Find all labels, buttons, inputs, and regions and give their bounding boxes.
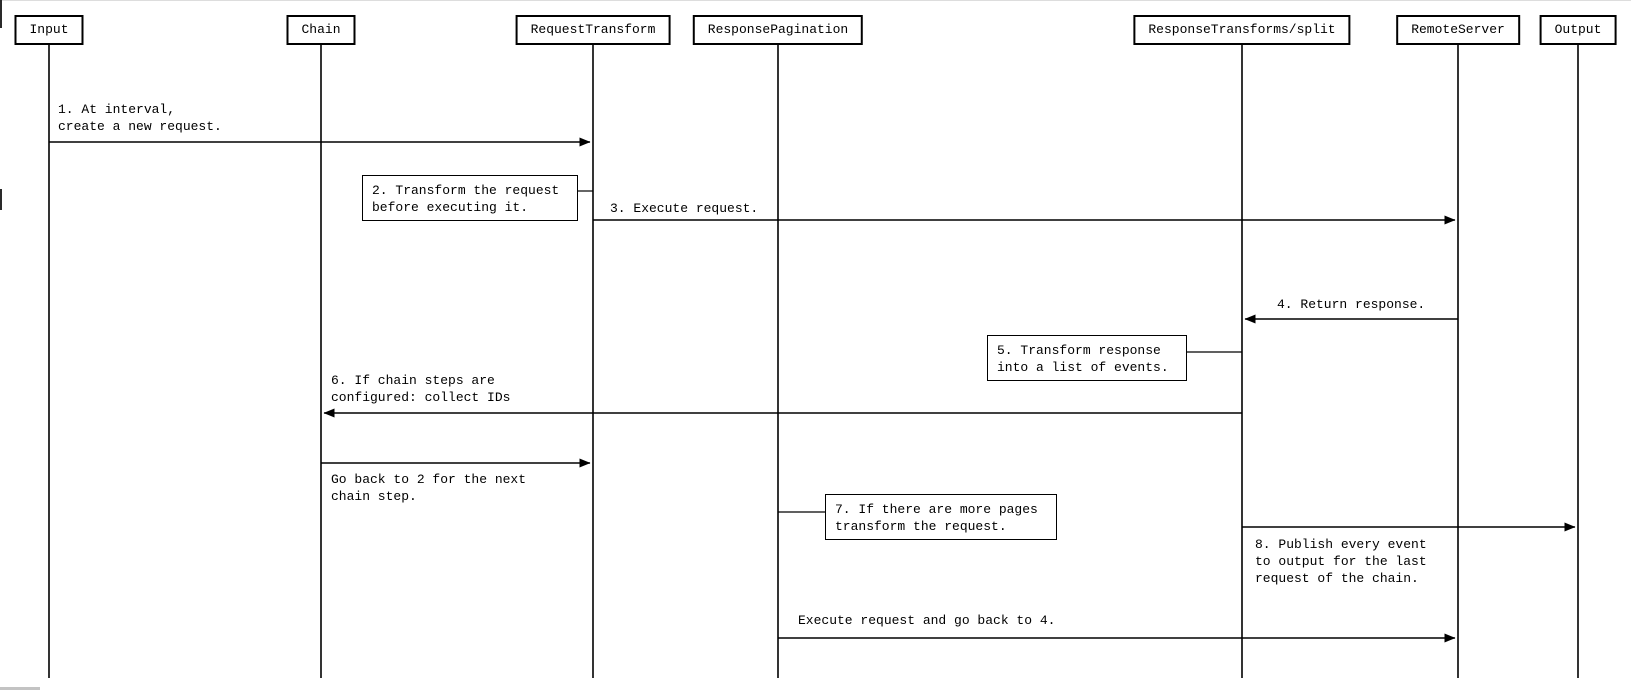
actor-box-chain: Chain — [286, 15, 356, 45]
actor-box-response-pagination: ResponsePagination — [692, 15, 864, 45]
bottom-left-artifact — [0, 687, 40, 690]
note-7-more-pages: 7. If there are more pages transform the… — [825, 494, 1057, 540]
message-label-8-publish-events: 8. Publish every event to output for the… — [1255, 537, 1427, 586]
actor-box-request-transform: RequestTransform — [515, 15, 671, 45]
left-edge-artifact-middle — [0, 189, 2, 210]
message-label-3-execute-request: 3. Execute request. — [610, 201, 759, 216]
note-connectors — [578, 190, 1242, 513]
message-arrows — [49, 137, 1576, 643]
note-5-transform-response: 5. Transform response into a list of eve… — [987, 335, 1187, 381]
note-2-transform-request: 2. Transform the request before executin… — [362, 175, 578, 221]
message-label-4-return-response: 4. Return response. — [1277, 297, 1426, 312]
message-label-1-create-request: 1. At interval, create a new request. — [58, 102, 222, 134]
actor-box-output: Output — [1539, 15, 1617, 45]
left-edge-artifact-top — [0, 0, 2, 28]
actor-box-input: Input — [14, 15, 84, 45]
message-label-execute-go-back-to-4: Execute request and go back to 4. — [798, 613, 1056, 628]
message-label-go-back-to-2: Go back to 2 for the next chain step. — [331, 472, 527, 504]
lifelines — [48, 45, 1579, 678]
actor-box-remote-server: RemoteServer — [1396, 15, 1520, 45]
actor-box-response-transforms-split: ResponseTransforms/split — [1133, 15, 1351, 45]
message-label-6-collect-ids: 6. If chain steps are configured: collec… — [331, 373, 511, 405]
